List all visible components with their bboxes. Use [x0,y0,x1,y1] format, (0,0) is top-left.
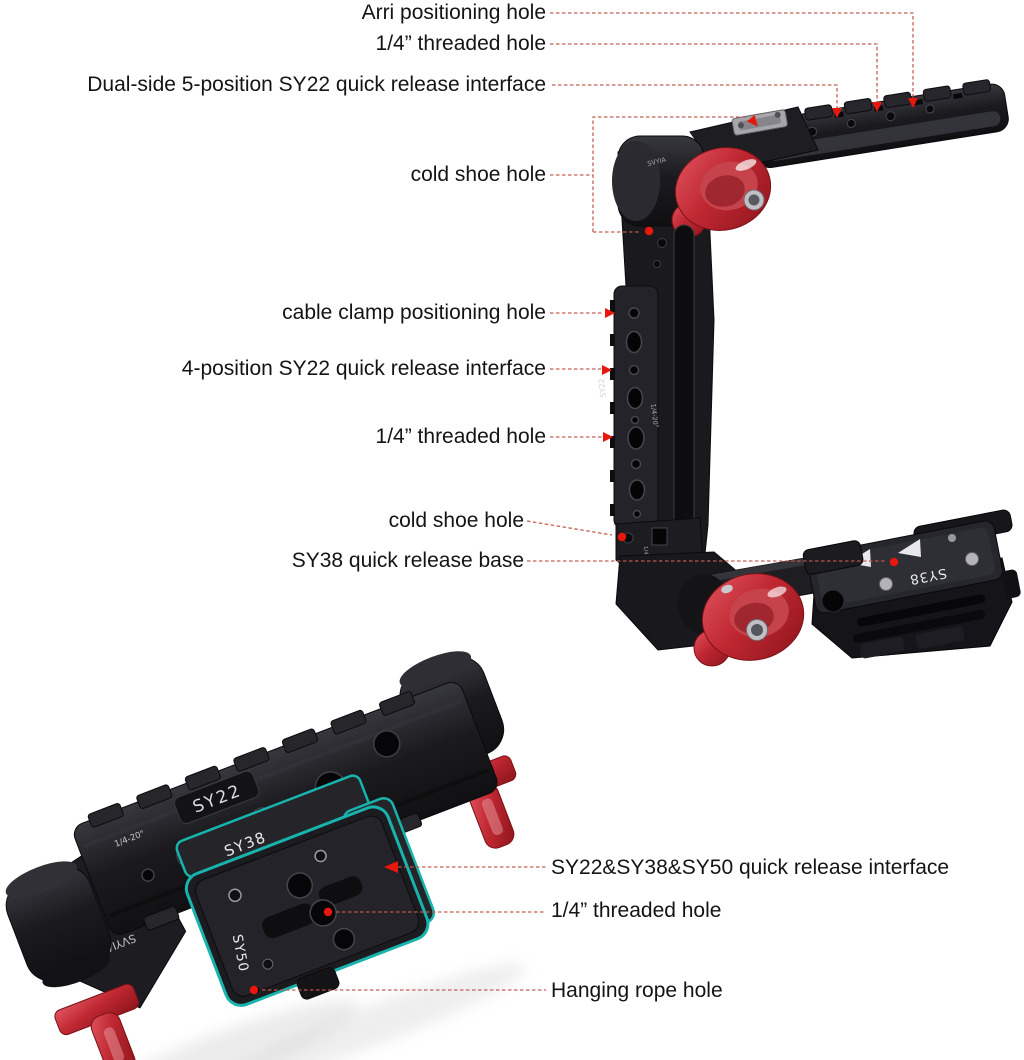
arm-quick-release-rail: SY22 1/4-20" [597,224,695,541]
callout-cold-shoe-hole-bottom: cold shoe hole [388,509,524,532]
plate-bottom-engraving: SY50 [229,933,252,973]
slide-arrow-icon [898,539,921,557]
base-model-engraving: SY38 [908,565,948,588]
cold-shoe-plate [731,109,788,136]
left-red-t-knob [54,983,140,1060]
leader-lines [262,12,914,991]
bottom-red-lever [678,573,805,667]
bottom-product-photo: SVYIA [5,651,527,1060]
callout-arri-positioning-hole: Arri positioning hole [361,1,546,24]
callout-4-position-sy22: 4-position SY22 quick release interface [181,357,546,380]
callout-sy22-sy38-sy50-interface: SY22&SY38&SY50 quick release interface [551,856,950,879]
callout-quarter-threaded-hole-top: 1/4” threaded hole [375,32,546,55]
top-product-photo: SVYIA [597,79,1021,667]
top-nato-handle [753,79,1009,169]
callout-cable-clamp-hole: cable clamp positioning hole [282,301,546,324]
leader-markers [249,98,918,995]
callout-hanging-rope-hole: Hanging rope hole [551,979,723,1002]
left-rod-cylinder [5,861,112,988]
arm-model-engraving: SY22 [597,378,608,398]
callout-quarter-threaded-hole-mid: 1/4” threaded hole [375,425,546,448]
callout-dual-side-sy22-interface: Dual-side 5-position SY22 quick release … [87,73,546,96]
callout-sy38-quick-release-base: SY38 quick release base [291,549,524,572]
callout-cold-shoe-hole-top: cold shoe hole [410,163,546,186]
top-red-lever [671,147,772,238]
qr-plate-stack: SY38 SY22 SY50 [175,774,436,1007]
callout-quarter-threaded-hole-plate: 1/4” threaded hole [551,899,722,922]
arm-thread-engraving: 1/4-20" [649,403,660,428]
sy38-base-plate: SVYIA SY38 [802,509,1021,659]
